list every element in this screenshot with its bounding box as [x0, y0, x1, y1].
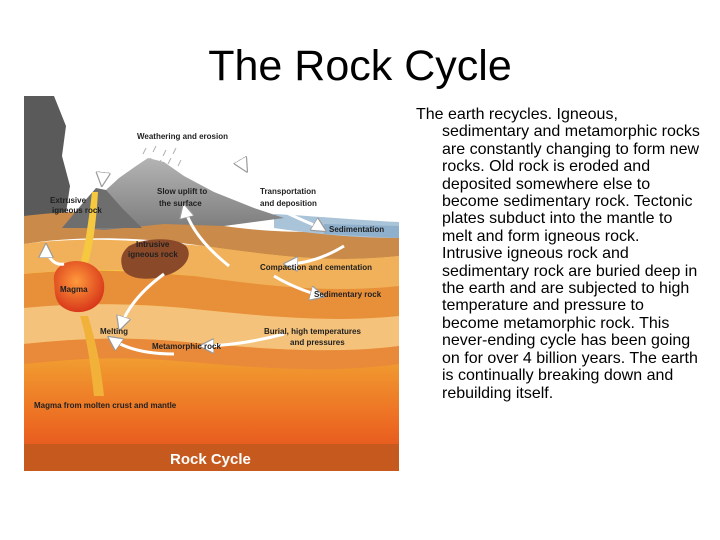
label-burial-2: and pressures [290, 338, 345, 347]
label-transport-2: and deposition [260, 199, 317, 208]
magma-chamber [53, 260, 105, 313]
label-weathering: Weathering and erosion [137, 132, 228, 141]
label-magma: Magma [60, 285, 88, 294]
rock-cycle-illustration: Weathering and erosion Extrusive igneous… [24, 96, 399, 471]
label-burial-1: Burial, high temperatures [264, 327, 361, 336]
rain [142, 145, 182, 167]
sedimentary-layer-3 [24, 270, 399, 319]
label-uplift-2: the surface [159, 199, 202, 208]
label-sedimentation: Sedimentation [329, 225, 384, 234]
label-extrusive-2: igneous rock [52, 206, 102, 215]
cycle-arrows [46, 130, 345, 356]
label-melting: Melting [100, 327, 128, 336]
sediment-deposit [324, 224, 399, 238]
caption-band [24, 444, 399, 471]
label-intrusive-2: igneous rock [128, 250, 178, 259]
body-paragraph: The earth recycles. Igneous, sedimentary… [416, 106, 700, 402]
cliff [24, 96, 70, 226]
slide-title: The Rock Cycle [208, 42, 512, 90]
label-uplift-1: Slow uplift to [157, 187, 207, 196]
magma-feeder [80, 316, 104, 396]
label-sedimentary: Sedimentary rock [314, 290, 382, 299]
intrusive-igneous-body [121, 239, 189, 279]
label-magma-source: Magma from molten crust and mantle [34, 401, 177, 410]
label-extrusive-1: Extrusive [50, 196, 87, 205]
magma-conduit [76, 192, 98, 278]
volcano [62, 188, 142, 228]
sedimentary-layer-2 [24, 239, 399, 289]
label-intrusive-1: Intrusive [136, 240, 170, 249]
rock-cycle-diagram: Weathering and erosion Extrusive igneous… [24, 96, 399, 471]
diagram-caption: Rock Cycle [170, 451, 251, 468]
label-compaction: Compaction and cementation [260, 263, 372, 272]
label-metamorphic: Metamorphic rock [152, 342, 221, 351]
label-transport-1: Transportation [260, 187, 316, 196]
